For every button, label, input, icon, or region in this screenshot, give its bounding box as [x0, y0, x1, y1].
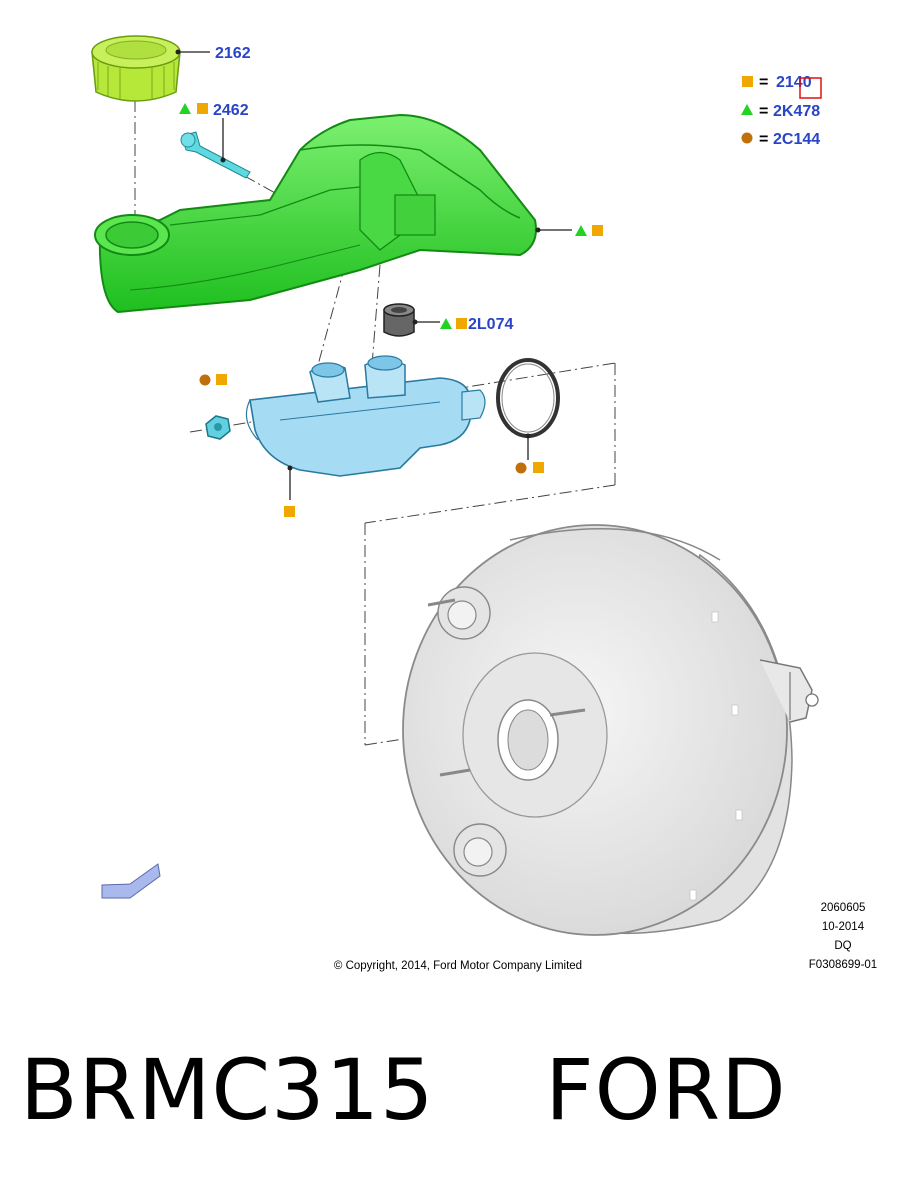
parts-diagram: 2162 2462 2L074 = 2140 = 2K478 = 2C144 2…	[91, 35, 877, 972]
brake-booster[interactable]	[402, 524, 819, 936]
reservoir-cap[interactable]	[91, 35, 181, 102]
triangle-marker	[575, 225, 587, 236]
legend: = 2140 = 2K478 = 2C144	[741, 74, 822, 148]
highlight-box	[799, 77, 822, 99]
square-marker	[592, 225, 603, 236]
copyright: © Copyright, 2014, Ford Motor Company Li…	[334, 960, 582, 972]
callout-grommet: 2L074	[468, 316, 513, 333]
callout-cap: 2162	[215, 45, 251, 62]
direction-arrow	[101, 863, 161, 899]
circle-marker	[199, 374, 211, 386]
square-marker	[284, 506, 295, 517]
brake-fluid-reservoir[interactable]	[94, 113, 537, 314]
doc-code: DQ	[834, 940, 851, 952]
level-sensor[interactable]	[180, 131, 251, 179]
legend-triangle-icon	[741, 104, 753, 115]
circle-marker	[515, 462, 527, 474]
reservoir-grommet[interactable]	[383, 303, 415, 337]
legend-eq-1: =	[759, 74, 768, 91]
legend-eq-3: =	[759, 131, 768, 148]
triangle-marker	[440, 318, 452, 329]
square-marker	[456, 318, 467, 329]
doc-number: 2060605	[821, 902, 866, 914]
square-marker	[216, 374, 227, 385]
mounting-nut[interactable]	[205, 415, 231, 440]
part-caption: BRMC315 FORD	[20, 1041, 787, 1139]
figure-number: F0308699-01	[809, 959, 877, 971]
legend-code-2: 2K478	[773, 103, 820, 120]
legend-square-icon	[742, 76, 753, 87]
legend-circle-icon	[741, 132, 753, 144]
legend-code-3: 2C144	[773, 131, 820, 148]
doc-date: 10-2014	[822, 921, 865, 933]
master-cylinder[interactable]	[245, 355, 486, 477]
legend-code-1: 2140	[776, 74, 812, 91]
triangle-marker	[179, 103, 191, 114]
leader-lines	[178, 51, 572, 500]
callout-sensor: 2462	[213, 102, 249, 119]
legend-eq-2: =	[759, 103, 768, 120]
square-marker	[197, 103, 208, 114]
square-marker	[533, 462, 544, 473]
seal-o-ring[interactable]	[496, 358, 560, 438]
